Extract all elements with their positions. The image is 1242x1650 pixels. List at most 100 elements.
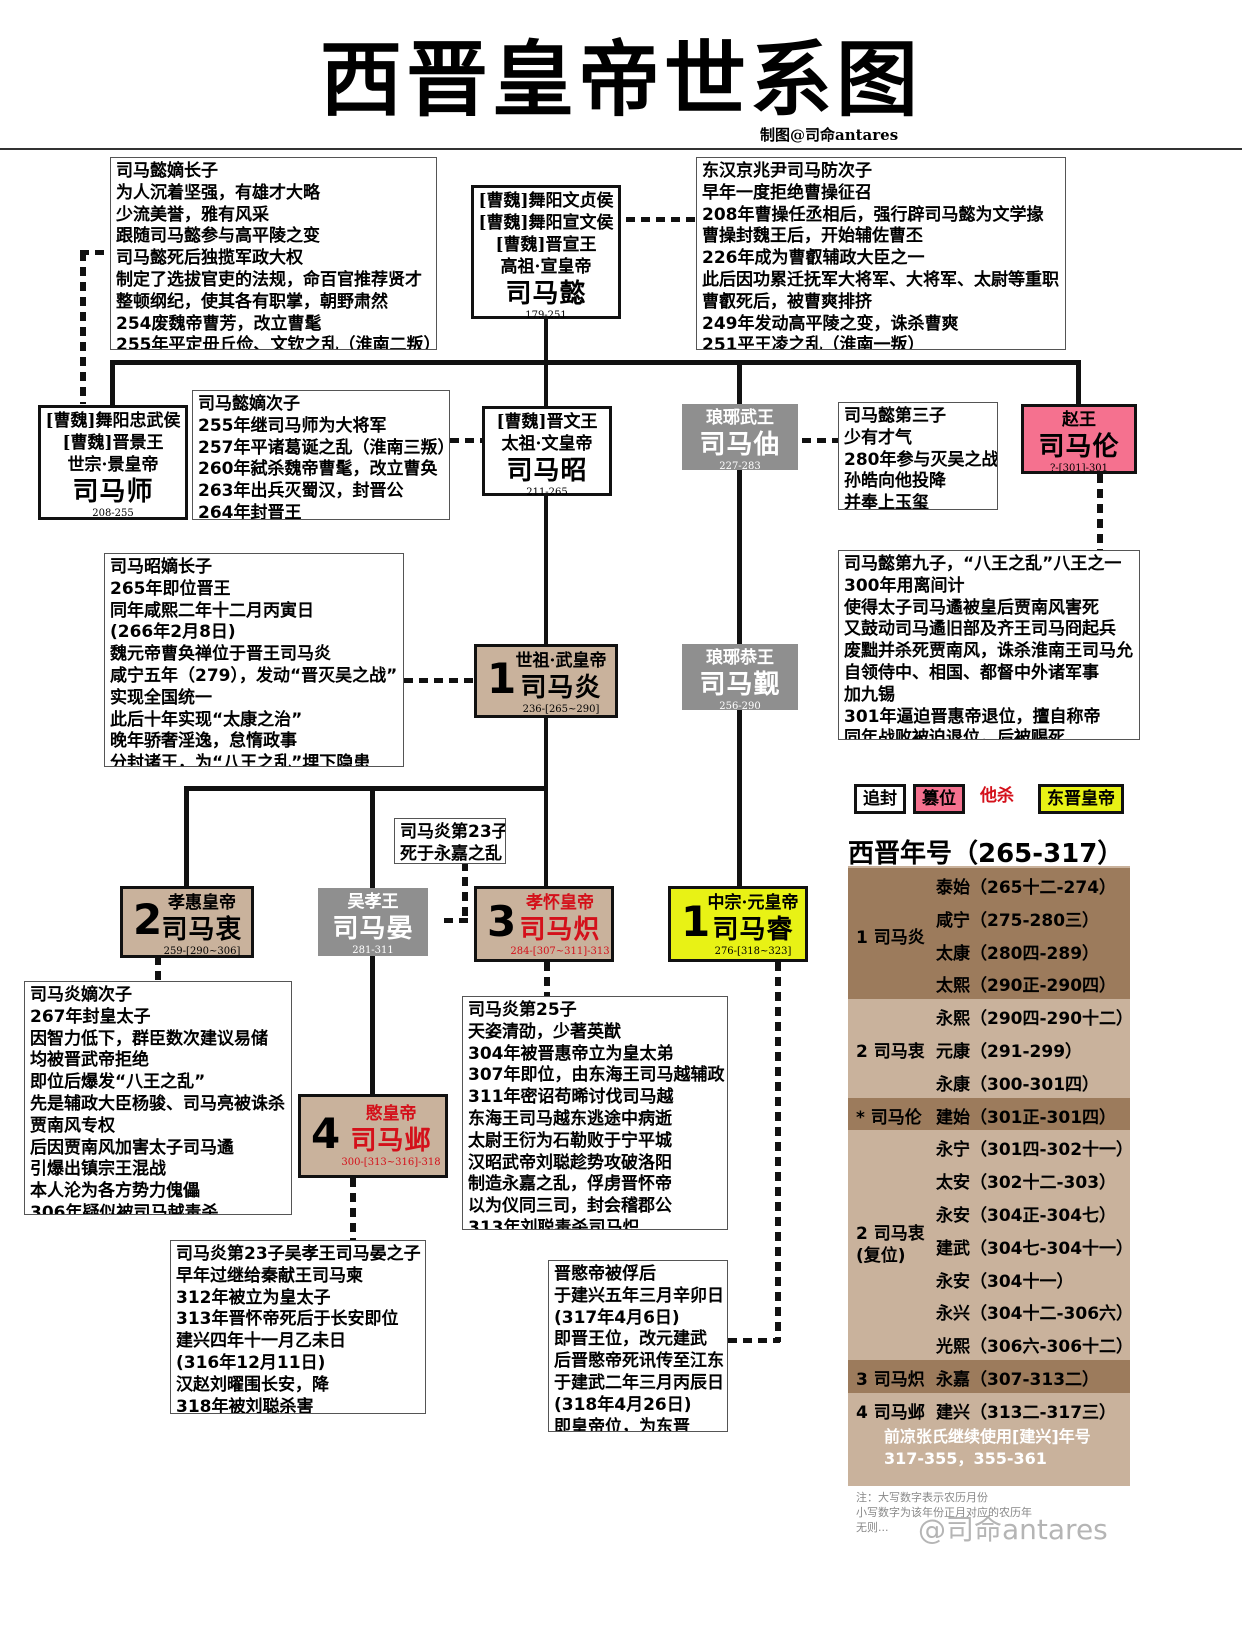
era-emperor: 1 司马炎 [856, 927, 925, 948]
dash-shi-note-v [80, 252, 86, 404]
note-sima-yan2: 司马炎第23子死于永嘉之乱 [394, 818, 506, 864]
person-dates: 211-265 [526, 487, 568, 498]
title-line: [曹魏]舞阳忠武侯 [45, 411, 181, 431]
note-line: 于建武二年三月丙辰日 [554, 1372, 724, 1393]
note-line: 318年被刘聪杀害 [176, 1396, 314, 1414]
note-line: 即皇帝位，为东晋 [554, 1416, 690, 1432]
connector-zhao-drop [544, 360, 548, 406]
connector-yan2-drop [370, 786, 375, 888]
note-line: 同年咸熙二年十二月丙寅日 [110, 600, 314, 621]
title-divider [0, 148, 1242, 150]
era-name-row: 建兴（313二-317三） [936, 1402, 1117, 1423]
dash-rui-note-v [775, 962, 781, 1342]
note-line: (316年12月11日) [176, 1352, 326, 1373]
title-line: 愍皇帝 [365, 1104, 417, 1124]
era-emperor: 4 司马邺 [856, 1403, 925, 1424]
note-line: 263年出兵灭蜀汉，封晋公 [198, 481, 404, 502]
note-line: 311年密诏苟晞讨伐司马越 [468, 1087, 674, 1108]
era-name-row: 永安（304十一） [936, 1271, 1074, 1292]
footnote-line: 注：大写数字表示农历月份 [856, 1491, 988, 1504]
era-group [848, 1360, 1130, 1393]
note-line: 并奉上玉玺 [844, 493, 929, 510]
dash-yi-note [596, 217, 696, 222]
note-line: 晋愍帝被俘后 [554, 1264, 656, 1284]
era-name-row: 永熙（290四-290十二） [936, 1009, 1134, 1030]
note-line: 249年发动高平陵之变，诛杀曹爽 [702, 313, 959, 334]
footnote: 注：大写数字表示农历月份 小写数字为该年份正月对应的农历年 无则... [856, 1490, 1032, 1535]
note-line: 司马炎第23子 [400, 822, 506, 842]
era-group [848, 1097, 1130, 1131]
era-group [848, 999, 1130, 1098]
note-line: 制造永嘉之乱，俘虏晋怀帝 [468, 1174, 672, 1195]
dash-shi-note-h [80, 250, 112, 255]
node-sima-lun: 赵王司马伦?-[301]-301 [1021, 404, 1137, 474]
title-line: 高祖·宣皇帝 [500, 257, 592, 277]
note-line: 255年继司马师为大将军 [198, 415, 387, 436]
person-name: 司马炽 [519, 915, 601, 945]
person-name: 司马邺 [350, 1126, 432, 1156]
note-line: 均被晋武帝拒绝 [30, 1050, 149, 1071]
person-dates: 284-[307~311]-313 [510, 946, 610, 957]
author-credit: 制图@司命antares [760, 126, 899, 144]
note-line: 自领侍中、相国、都督中外诸军事 [844, 662, 1099, 683]
note-sima-rui: 晋愍帝被俘后于建兴五年三月辛卯日(317年4月6日)即晋王位，改元建武后晋愍帝死… [548, 1260, 728, 1432]
note-line: 251平王凌之乱（淮南一叛） [702, 335, 925, 350]
title-line: 世宗·景皇帝 [67, 455, 159, 475]
connector-yan-down [544, 718, 548, 788]
note-line: 孙皓向他投降 [844, 471, 946, 492]
note-line: 曹叡死后，被曹爽排挤 [702, 291, 872, 312]
person-name: 司马衷 [161, 915, 243, 945]
note-line: 260年弑杀魏帝曹髦，改立曹奂 [198, 459, 438, 480]
era-group [848, 1130, 1130, 1360]
era-name-row: 永宁（301四-302十一） [936, 1140, 1134, 1161]
person-dates: 179-251 [525, 310, 567, 321]
era-emperor: 2 司马衷 (复位) [856, 1224, 925, 1267]
connector-zhong-drop [184, 786, 189, 888]
note-line: 司马昭嫡长子 [110, 557, 212, 577]
note-line: 废黜并杀死贾南风，诛杀淮南王司马允 [844, 641, 1133, 662]
dash-yan2-note-h [444, 918, 474, 923]
connector-zhou-drop [737, 360, 742, 404]
note-line: 即位后爆发“八王之乱” [30, 1072, 206, 1093]
connector-chi-drop [544, 786, 548, 888]
note-line: 以为仪同三司，封会稽郡公 [468, 1196, 672, 1217]
legend-killed: 他杀 [980, 786, 1014, 806]
note-line: 本人沦为各方势力傀儡 [30, 1181, 200, 1202]
note-line: 此后因功累迁抚军大将军、大将军、太尉等重职 [702, 269, 1059, 290]
note-line: 264年封晋王 [198, 502, 302, 520]
connector-gen2-bar [110, 360, 1080, 365]
reign-order-number: 2 [133, 895, 163, 944]
note-sima-shi: 司马懿嫡长子为人沉着坚强，有雄才大略少流美誉，雅有风采跟随司马懿参与高平陵之变司… [110, 157, 437, 350]
dash-rui-note-h [728, 1338, 780, 1343]
note-line: 早年一度拒绝曹操征召 [702, 182, 872, 203]
note-line: 跟随司马懿参与高平陵之变 [116, 226, 320, 247]
note-line: 300年用离间计 [844, 575, 965, 596]
era-name-row: 永兴（304十二-306六） [936, 1304, 1134, 1325]
note-line: 280年参与灭吴之战 [844, 449, 998, 470]
note-line: 267年封皇太子 [30, 1006, 151, 1027]
note-line: 司马炎第25子 [468, 1000, 577, 1020]
note-line: 司马懿嫡次子 [198, 394, 300, 414]
note-line: 254废魏帝曹芳，改立曹髦 [116, 313, 322, 334]
title-line: 孝怀皇帝 [526, 893, 594, 913]
note-line: (317年4月6日) [554, 1307, 680, 1328]
note-line: 实现全国统一 [110, 687, 212, 708]
page-title: 西晋皇帝世系图 [319, 32, 922, 128]
note-line: 即晋王位，改元建武 [554, 1329, 707, 1350]
title-line: 太祖·文皇帝 [501, 434, 593, 454]
reign-order-number: 1 [681, 897, 711, 946]
note-line: 255年平定毌丘俭、文钦之乱（淮南二叛） [116, 335, 437, 350]
note-line: 因智力低下，群臣数次建议易储 [30, 1028, 268, 1049]
note-line: 306年疑似被司马越毒杀 [30, 1202, 219, 1215]
era-name-row: 太熙（290正-290四） [936, 976, 1117, 997]
note-line: 此后十年实现“太康之治” [110, 709, 303, 730]
watermark: @司命antares [918, 1513, 1108, 1546]
